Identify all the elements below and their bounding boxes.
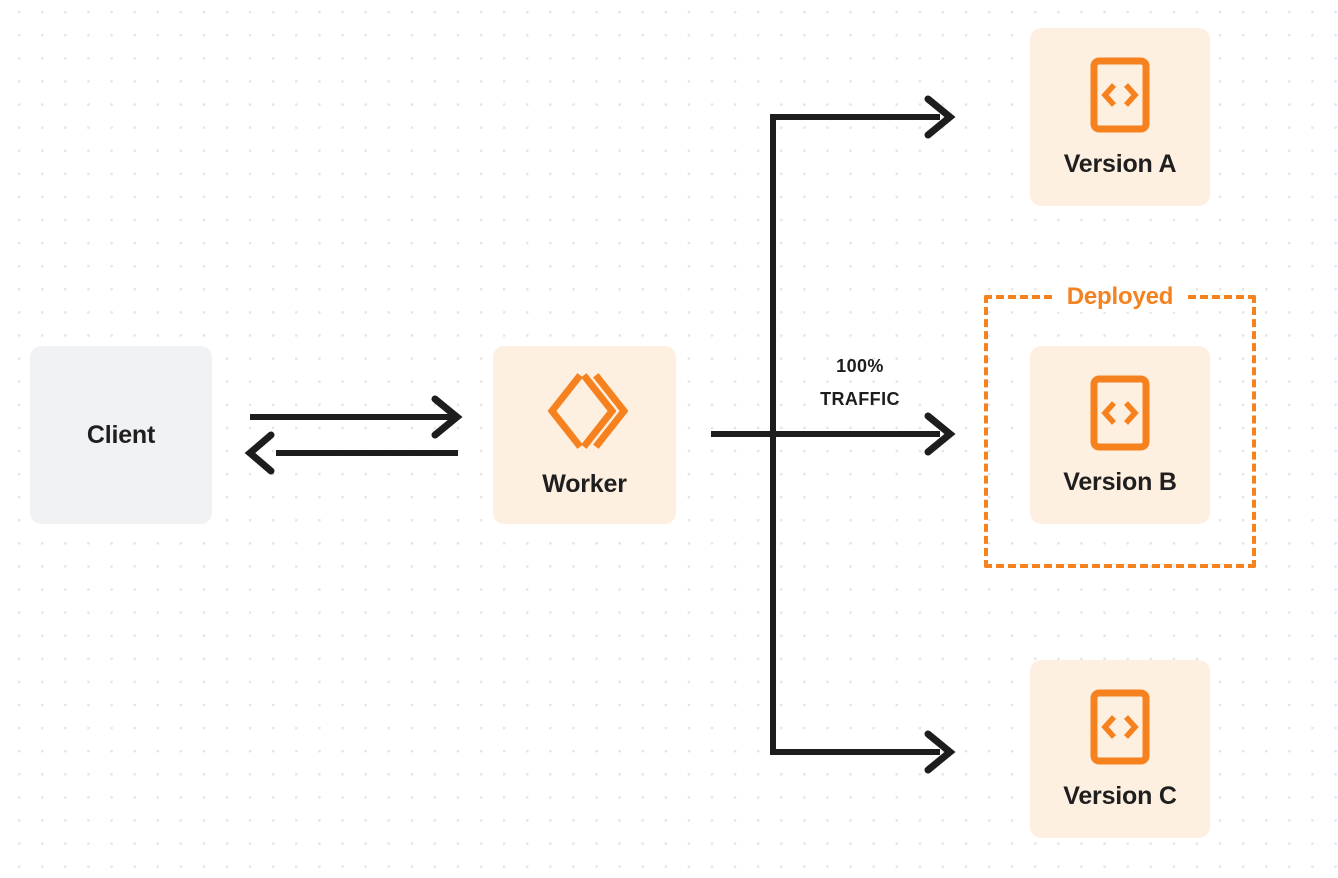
traffic-label: 100% TRAFFIC [790, 350, 930, 416]
deployed-group-label: Deployed [1054, 282, 1186, 312]
node-version-a-label: Version A [1063, 149, 1177, 178]
cloudflare-workers-logo-icon [542, 372, 628, 450]
node-version-b-label: Version B [1063, 467, 1177, 496]
node-version-c[interactable]: Version C [1030, 660, 1210, 838]
node-client[interactable]: Client [30, 346, 212, 524]
edge-client-to-worker [250, 395, 463, 439]
code-document-icon [1089, 688, 1151, 766]
edge-worker-to-client [244, 431, 458, 475]
code-document-icon [1089, 374, 1151, 452]
node-version-c-label: Version C [1063, 781, 1177, 810]
deployed-group-boundary: Deployed [984, 282, 1256, 568]
code-document-icon [1089, 56, 1151, 134]
traffic-unit: TRAFFIC [820, 389, 900, 409]
edge-spine-to-version-c [770, 730, 956, 774]
edge-worker-spine [711, 117, 780, 752]
traffic-percent: 100% [836, 356, 884, 376]
node-worker-label: Worker [542, 469, 627, 498]
node-version-b[interactable]: Version B [1030, 346, 1210, 524]
node-worker[interactable]: Worker [493, 346, 676, 524]
node-client-label: Client [86, 420, 156, 449]
node-version-a[interactable]: Version A [1030, 28, 1210, 206]
edge-spine-to-version-b [773, 412, 956, 456]
edge-spine-to-version-a [770, 95, 956, 139]
